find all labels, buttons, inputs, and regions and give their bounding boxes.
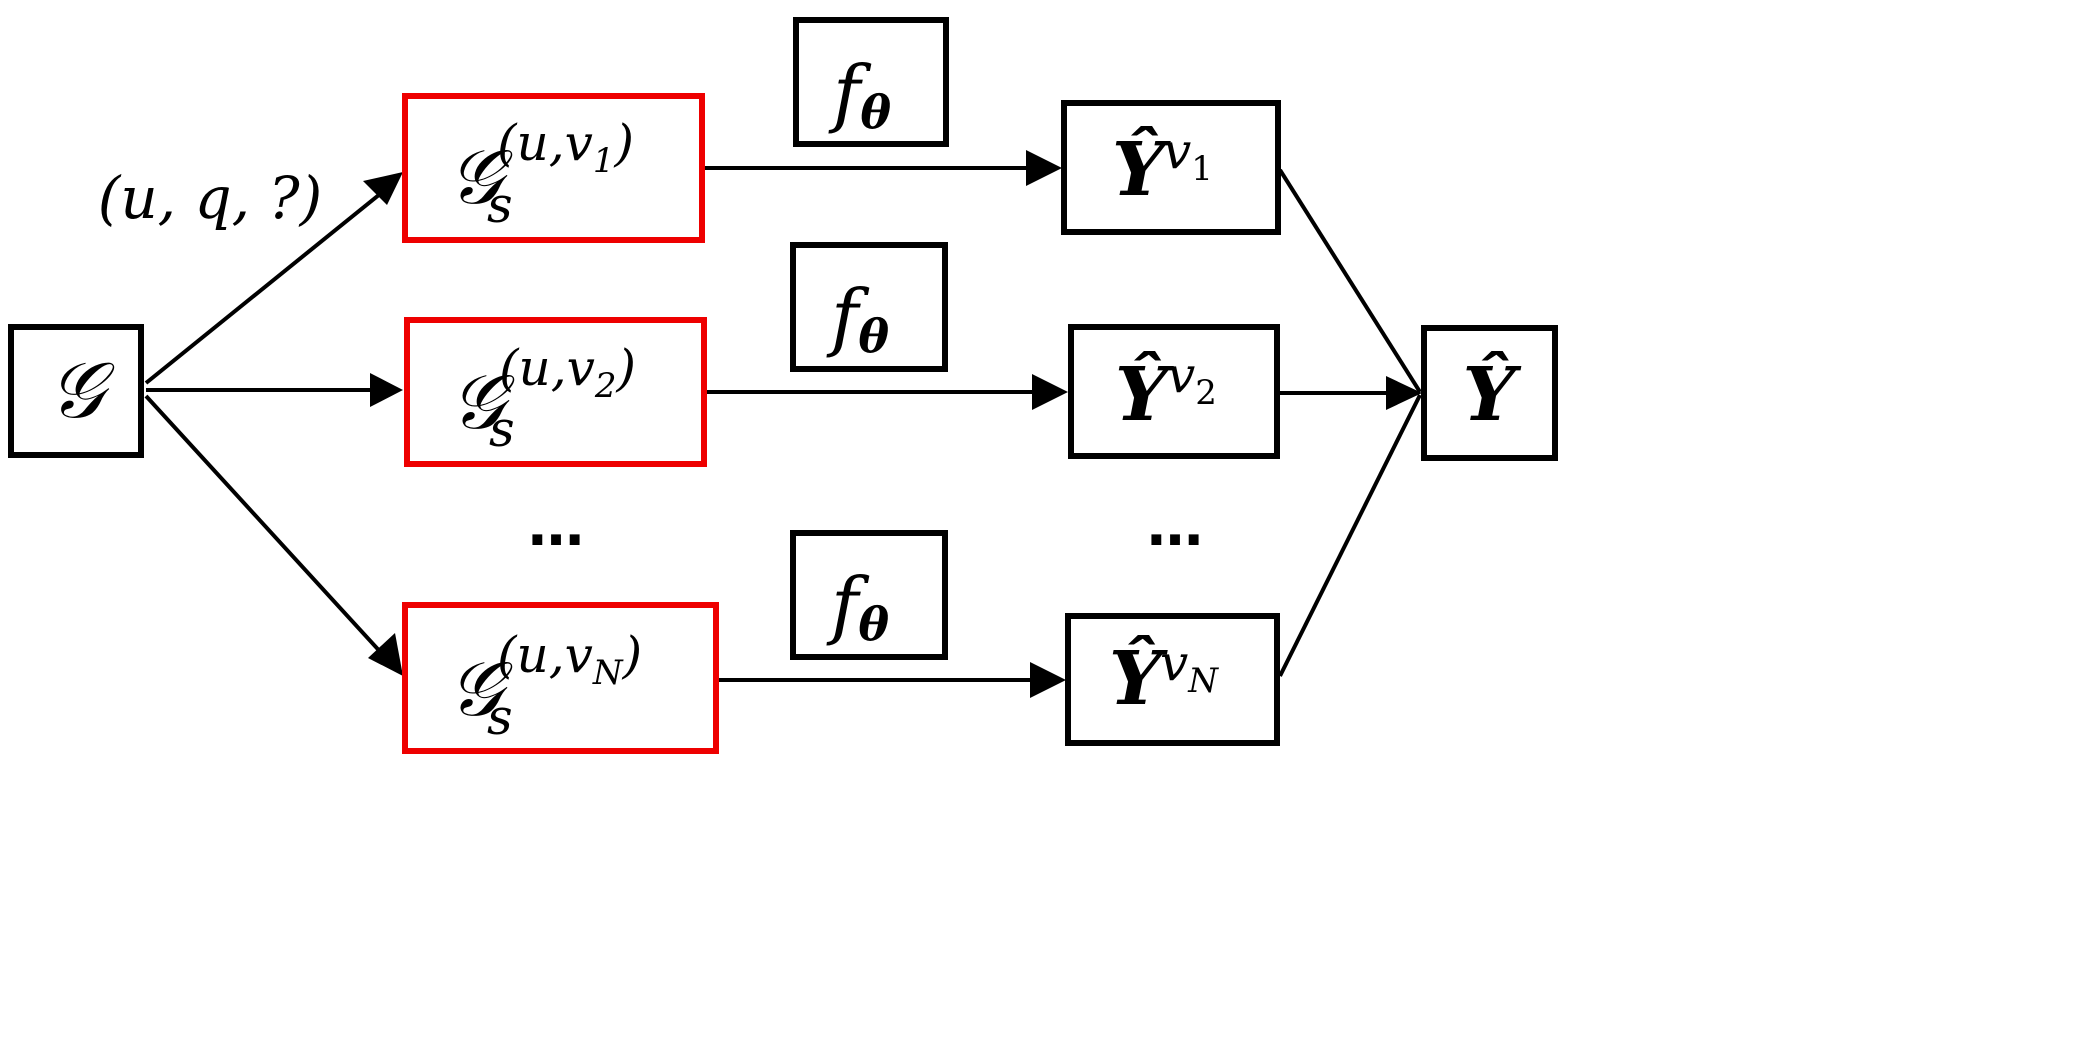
pipeline-diagram: 𝒢 (u, q, ?) 𝒢 s (u,v1) 𝒢 s (u,v2) … 𝒢 [8, 17, 1558, 754]
prediction-n-base: Ŷ [1109, 634, 1168, 722]
prediction-node-1: Ŷ v1 [1061, 100, 1281, 235]
prediction-n-sup-sub: N [1187, 661, 1219, 701]
svg-text:vN: vN [1160, 634, 1219, 701]
edge-graph-to-subgraph-1 [144, 188, 387, 385]
arrowhead-subgraph-n [368, 633, 403, 676]
model-n-theta: θ [858, 597, 889, 651]
prediction-ellipsis: … [1147, 494, 1203, 559]
model-node-1: fθ [793, 17, 949, 147]
subgraph-node-2: 𝒢 s (u,v2) [404, 317, 707, 467]
prediction-n-sup: v [1160, 634, 1188, 692]
prediction-2-sup: v [1167, 346, 1195, 404]
svg-text:(u,vN): (u,vN) [497, 626, 642, 693]
subgraph-1-superscript: (u,v [497, 114, 593, 172]
prediction-1-sup: v [1163, 122, 1191, 180]
svg-text:(u,v2): (u,v2) [499, 339, 636, 406]
subgraph-n-superscript: (u,v [497, 626, 593, 684]
input-graph-node: 𝒢 [8, 324, 144, 458]
edge-graph-to-subgraph-n [144, 394, 387, 659]
subgraph-1-super-close: ) [614, 114, 635, 172]
svg-text:(u,v1): (u,v1) [497, 114, 634, 181]
arrowhead-prediction-1 [1026, 150, 1062, 186]
model-node-n: fθ [790, 530, 948, 660]
svg-text:s: s [489, 400, 515, 458]
subgraph-n-super-close: ) [622, 626, 643, 684]
svg-text:Ŷ: Ŷ [1109, 634, 1168, 722]
prediction-2-base: Ŷ [1115, 350, 1174, 438]
svg-text:Ŷ: Ŷ [1112, 125, 1171, 213]
output-node: Ŷ [1421, 325, 1558, 461]
edges [144, 150, 1422, 698]
subgraph-2-superscript: (u,v [499, 339, 595, 397]
subgraph-1-subscript: s [487, 176, 513, 234]
model-node-2: fθ [790, 242, 948, 372]
model-1-theta: θ [860, 85, 891, 139]
subgraph-n-subscript: s [487, 688, 513, 746]
prediction-2-sup-sub: 2 [1195, 373, 1217, 413]
subgraph-2-subscript: s [489, 400, 515, 458]
query-label: (u, q, ?) [98, 164, 323, 232]
prediction-node-2: Ŷ v2 [1068, 324, 1280, 459]
arrowhead-subgraph-1 [363, 172, 403, 205]
prediction-1-sup-sub: 1 [1191, 149, 1213, 189]
subgraph-2-super-close: ) [616, 339, 637, 397]
svg-text:v2: v2 [1167, 346, 1217, 413]
subgraph-2-super-sub: 2 [594, 366, 617, 406]
prediction-1-base: Ŷ [1112, 125, 1171, 213]
svg-text:s: s [487, 688, 513, 746]
svg-text:v1: v1 [1163, 122, 1213, 189]
arrowhead-prediction-2 [1032, 374, 1068, 410]
output-symbol: Ŷ [1463, 350, 1522, 438]
prediction-node-n: Ŷ vN [1065, 613, 1280, 746]
edge-prediction-n-to-output [1278, 394, 1422, 677]
svg-text:s: s [487, 176, 513, 234]
subgraph-node-1: 𝒢 s (u,v1) [402, 93, 705, 243]
svg-text:Ŷ: Ŷ [1115, 350, 1174, 438]
arrowhead-subgraph-2 [370, 373, 403, 407]
subgraph-ellipsis: … [528, 494, 584, 559]
arrowhead-output [1386, 376, 1422, 410]
subgraph-node-n: 𝒢 s (u,vN) [402, 602, 719, 754]
subgraph-n-super-sub: N [592, 653, 624, 693]
subgraph-1-super-sub: 1 [593, 141, 615, 181]
arrowhead-prediction-n [1030, 662, 1066, 698]
model-2-theta: θ [858, 309, 889, 363]
edge-prediction-1-to-output [1278, 168, 1422, 394]
